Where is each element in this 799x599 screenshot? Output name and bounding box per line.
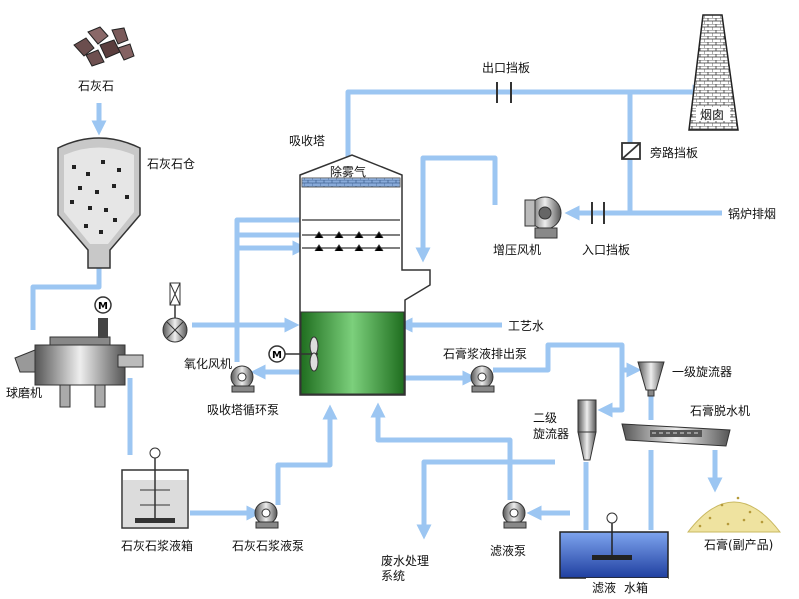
flow-cyclone-to-secondary [597, 370, 625, 418]
bypass-damper-icon [621, 142, 641, 160]
oxidation-fan [162, 282, 188, 343]
gypsum-slurry-pump-icon [470, 365, 495, 393]
chimney [688, 14, 739, 131]
label-secondary-cyclone-2: 旋流器 [533, 427, 569, 441]
label-chimney: 烟囱 [700, 108, 724, 122]
label-ball-mill: 球磨机 [6, 386, 42, 400]
limestone-slurry-tank [121, 447, 189, 529]
recirc-pump-icon [230, 365, 255, 393]
inlet-damper-icon [591, 202, 605, 224]
label-absorber: 吸收塔 [289, 134, 325, 148]
flow-slurry-pump-to-absorber [275, 404, 338, 505]
label-filtrate-tank-1: 滤液 [592, 580, 616, 595]
label-filtrate-pump: 滤液泵 [490, 543, 526, 558]
label-wastewater-2: 系统 [381, 569, 405, 583]
flow-absorber-to-chimney [345, 84, 708, 158]
label-limestone: 石灰石 [78, 79, 114, 93]
label-limestone-slurry-pump: 石灰石浆液泵 [232, 538, 304, 553]
flow-recirc-to-sprays [234, 217, 300, 362]
flow-filtrate-to-absorber [370, 402, 513, 500]
label-gypsum-dewatering: 石膏脱水机 [690, 403, 750, 418]
label-boiler-flue-gas: 锅炉排烟 [728, 206, 776, 221]
label-gypsum-slurry-pump: 石膏浆液排出泵 [443, 346, 527, 361]
absorber-tower [299, 154, 431, 396]
label-demister: 除雾气 [330, 164, 366, 179]
svg-text:M: M [98, 301, 108, 312]
label-limestone-silo: 石灰石仓 [147, 157, 195, 171]
flow-lines [30, 84, 723, 540]
label-process-water: 工艺水 [508, 319, 544, 333]
ball-mill-motor-icon: M [94, 296, 112, 314]
label-primary-cyclone: 一级旋流器 [672, 365, 732, 379]
label-absorber-recirc-pump: 吸收塔循环泵 [207, 403, 279, 417]
label-outlet-damper: 出口挡板 [482, 61, 530, 75]
label-bypass-damper: 旁路挡板 [650, 145, 698, 160]
label-inlet-damper: 入口挡板 [582, 243, 630, 257]
label-oxidation-fan: 氧化风机 [184, 357, 232, 371]
gypsum-pile [686, 496, 782, 533]
flow-silo-to-mill [30, 268, 102, 330]
agitator-motor-icon: M [268, 336, 319, 372]
booster-fan [524, 196, 562, 239]
limestone-rocks [73, 26, 135, 67]
filtrate-water-tank [559, 512, 669, 579]
label-gypsum-byproduct: 石膏(副产品) [704, 537, 773, 552]
label-booster-fan: 增压风机 [493, 243, 541, 257]
filtrate-pump-icon [502, 501, 527, 529]
label-limestone-slurry-tank: 石灰石浆液箱 [121, 538, 193, 553]
svg-text:M: M [272, 350, 282, 361]
limestone-slurry-pump-icon [254, 501, 279, 529]
silo-particles [70, 160, 129, 234]
outlet-damper-icon [496, 82, 512, 103]
spray-levels [302, 219, 400, 252]
label-secondary-cyclone-1: 二级 [533, 411, 557, 425]
secondary-cyclone [577, 399, 597, 461]
label-filtrate-tank-2: 水箱 [624, 580, 648, 595]
gypsum-dewatering-machine [621, 423, 731, 447]
primary-cyclone [637, 361, 665, 397]
ball-mill [14, 318, 144, 408]
label-wastewater-1: 废水处理 [381, 553, 429, 568]
flow-to-wastewater [416, 459, 555, 540]
flow-booster-to-absorber [415, 155, 498, 263]
